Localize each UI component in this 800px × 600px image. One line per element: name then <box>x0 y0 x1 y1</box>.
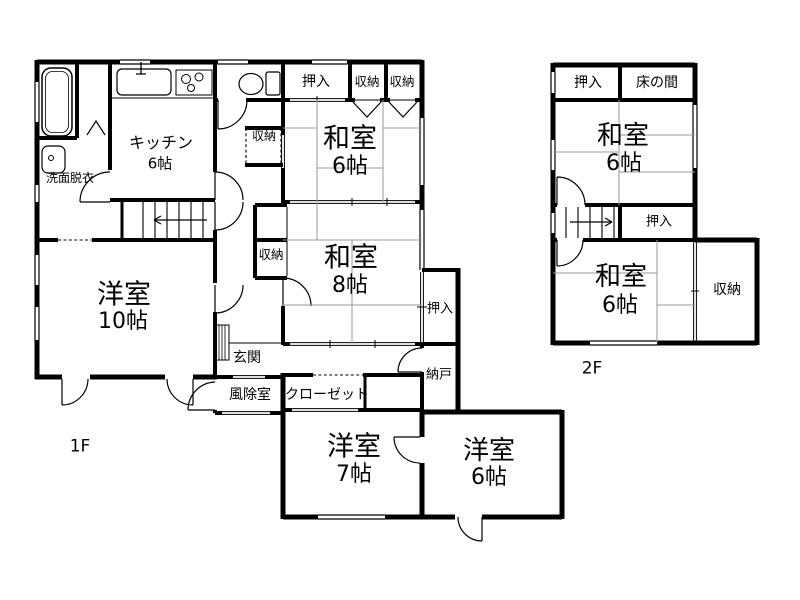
floor1-plan <box>34 59 565 542</box>
room-label-oshiire-east: 押入 <box>426 301 454 317</box>
room-label-washroom: 洗面脱衣 <box>45 171 95 185</box>
room-label-washitsu8: 和室 <box>324 242 378 274</box>
kitchen-counter-icon <box>112 62 214 99</box>
floor2-plan <box>550 62 760 346</box>
floor1-door-swings <box>61 99 483 542</box>
room-label-oshiire-north: 押入 <box>302 74 330 90</box>
room-label-storage-n1: 収納 <box>354 73 380 89</box>
room-label-washitsu6: 和室 <box>323 123 377 155</box>
room-label-hall-storage: 収納 <box>251 129 277 143</box>
floor2-sliding-doors <box>691 242 699 341</box>
floor1-light-walls <box>120 200 367 410</box>
floor2-tatami-lines <box>553 100 695 343</box>
room-label-storage-n2: 収納 <box>389 73 415 89</box>
room-size-yoshitsu6: 6帖 <box>471 465 507 490</box>
room-label-closet: クローゼット <box>285 387 369 403</box>
floor2-interior-walls <box>553 65 695 242</box>
room-label-2f-storage: 収納 <box>713 282 741 298</box>
room-label-yoshitsu6: 洋室 <box>462 436 516 466</box>
floor1-interior-walls <box>37 62 458 415</box>
floor1-tatami-lines <box>283 100 422 344</box>
wash-basin-icon <box>41 145 66 174</box>
room-label-2f-oshiire-n: 押入 <box>574 75 602 91</box>
room-size-kitchen: 6帖 <box>147 154 173 173</box>
room-size-yoshitsu10: 10帖 <box>98 309 148 334</box>
room-label-genkan: 玄関 <box>233 350 261 366</box>
floor1-windows <box>34 59 425 520</box>
room-size-washitsu8: 8帖 <box>332 273 368 298</box>
room-label-2f-washitsu6-n: 和室 <box>596 121 650 151</box>
floor2-windows <box>550 72 698 346</box>
room-size-yoshitsu7: 7帖 <box>336 462 372 487</box>
room-label-tokonoma: 床の間 <box>636 75 678 91</box>
room-label-fujoshitsu: 風除室 <box>229 387 271 403</box>
genkan-step <box>215 324 283 361</box>
room-label-kitchen: キッチン <box>128 133 194 152</box>
room-label-yoshitsu10: 洋室 <box>97 279 151 311</box>
floor2-door-swings <box>556 176 586 267</box>
room-size-2f-washitsu6-s: 6帖 <box>602 293 638 318</box>
room-label-nando: 納戸 <box>425 367 453 383</box>
floor1-fixtures <box>41 62 281 174</box>
room-label-2f-washitsu6-s: 和室 <box>594 262 648 292</box>
floor1-dashed-lines <box>58 128 363 376</box>
floor2-label: 2F <box>581 358 603 379</box>
bathtub-icon <box>41 67 73 137</box>
stove-icon <box>175 69 213 96</box>
floor1-label: 1F <box>69 436 91 457</box>
room-size-washitsu6: 6帖 <box>332 154 368 179</box>
room-label-yoshitsu7: 洋室 <box>327 431 381 463</box>
toilet-icon <box>238 71 281 96</box>
room-size-2f-washitsu6-n: 6帖 <box>606 151 642 176</box>
floor2-stairs-arrow <box>570 217 613 227</box>
floor1-stairs <box>142 202 207 238</box>
room-label-2f-oshiire-m: 押入 <box>645 214 673 230</box>
floor2-stairs <box>565 207 615 238</box>
floor1-stairs-arrow <box>153 215 207 225</box>
room-label-storage-west: 収納 <box>258 246 284 262</box>
